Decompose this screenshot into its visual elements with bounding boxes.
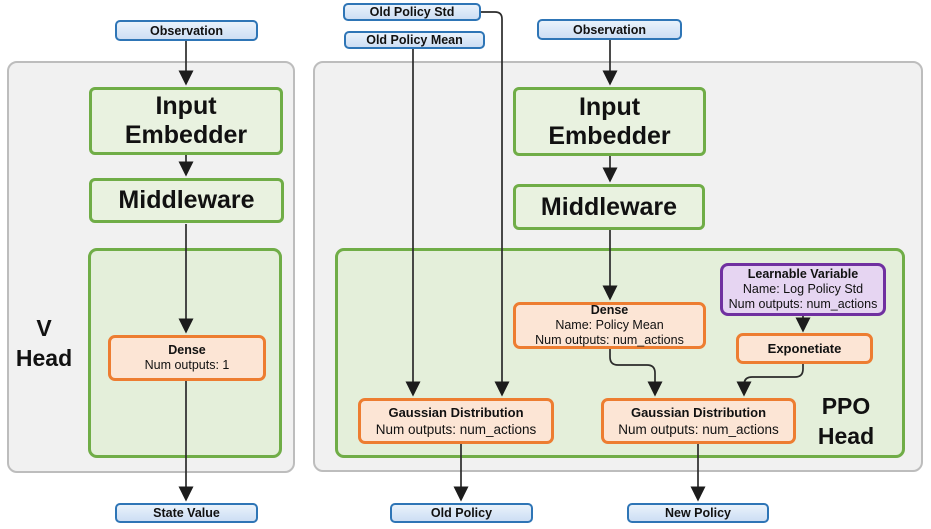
dense-right-title: Dense — [590, 303, 629, 317]
observation-right-node: Observation — [537, 19, 682, 40]
exponetiate-node: Exponetiate — [736, 333, 873, 364]
observation-left-label: Observation — [150, 23, 223, 38]
gaussian-right-title: Gaussian Distribution — [630, 405, 767, 420]
old-policy-mean-label: Old Policy Mean — [366, 33, 463, 47]
new-policy-label: New Policy — [665, 506, 731, 520]
dense-left-line2: Num outputs: 1 — [144, 358, 230, 372]
learnable-variable-title: Learnable Variable — [747, 267, 859, 281]
observation-left-node: Observation — [115, 20, 258, 41]
exponetiate-label: Exponetiate — [767, 341, 842, 356]
input-embedder-left-node: Input Embedder — [89, 87, 283, 155]
old-policy-std-label: Old Policy Std — [369, 5, 455, 19]
middleware-right-label: Middleware — [540, 192, 678, 221]
observation-right-label: Observation — [573, 22, 646, 37]
input-embedder-left-label: Input Embedder — [124, 92, 248, 149]
gaussian-distribution-left-node: Gaussian Distribution Num outputs: num_a… — [358, 398, 554, 444]
gaussian-left-title: Gaussian Distribution — [388, 405, 524, 420]
learnable-variable-line3: Num outputs: num_actions — [728, 297, 878, 311]
dense-right-line2: Name: Policy Mean — [555, 318, 664, 332]
v-head-label-line2: Head — [15, 345, 73, 371]
old-policy-label: Old Policy — [430, 506, 493, 520]
old-policy-node: Old Policy — [390, 503, 533, 523]
state-value-label: State Value — [153, 506, 220, 520]
ppo-head-label-line1: PPO — [821, 393, 871, 419]
dense-right-line3: Num outputs: num_actions — [535, 333, 684, 347]
ppo-head-label: PPO Head — [799, 391, 893, 451]
gaussian-left-line2: Num outputs: num_actions — [375, 422, 537, 437]
middleware-left-label: Middleware — [118, 186, 255, 214]
old-policy-mean-node: Old Policy Mean — [344, 31, 485, 49]
ppo-head-label-line2: Head — [817, 423, 875, 449]
v-head-label: V Head — [8, 313, 80, 373]
dense-left-title: Dense — [168, 343, 206, 357]
input-embedder-right-label: Input Embedder — [548, 92, 671, 150]
learnable-variable-line2: Name: Log Policy Std — [742, 282, 864, 296]
learnable-variable-node: Learnable Variable Name: Log Policy Std … — [720, 263, 886, 316]
middleware-right-node: Middleware — [513, 184, 705, 230]
state-value-node: State Value — [115, 503, 258, 523]
new-policy-node: New Policy — [627, 503, 769, 523]
input-embedder-right-node: Input Embedder — [513, 87, 706, 156]
middleware-left-node: Middleware — [89, 178, 284, 223]
gaussian-right-line2: Num outputs: num_actions — [618, 422, 779, 437]
old-policy-std-node: Old Policy Std — [343, 3, 481, 21]
v-head-label-line1: V — [36, 315, 52, 341]
dense-right-node: Dense Name: Policy Mean Num outputs: num… — [513, 302, 706, 349]
dense-left-node: Dense Num outputs: 1 — [108, 335, 266, 381]
gaussian-distribution-right-node: Gaussian Distribution Num outputs: num_a… — [601, 398, 796, 444]
